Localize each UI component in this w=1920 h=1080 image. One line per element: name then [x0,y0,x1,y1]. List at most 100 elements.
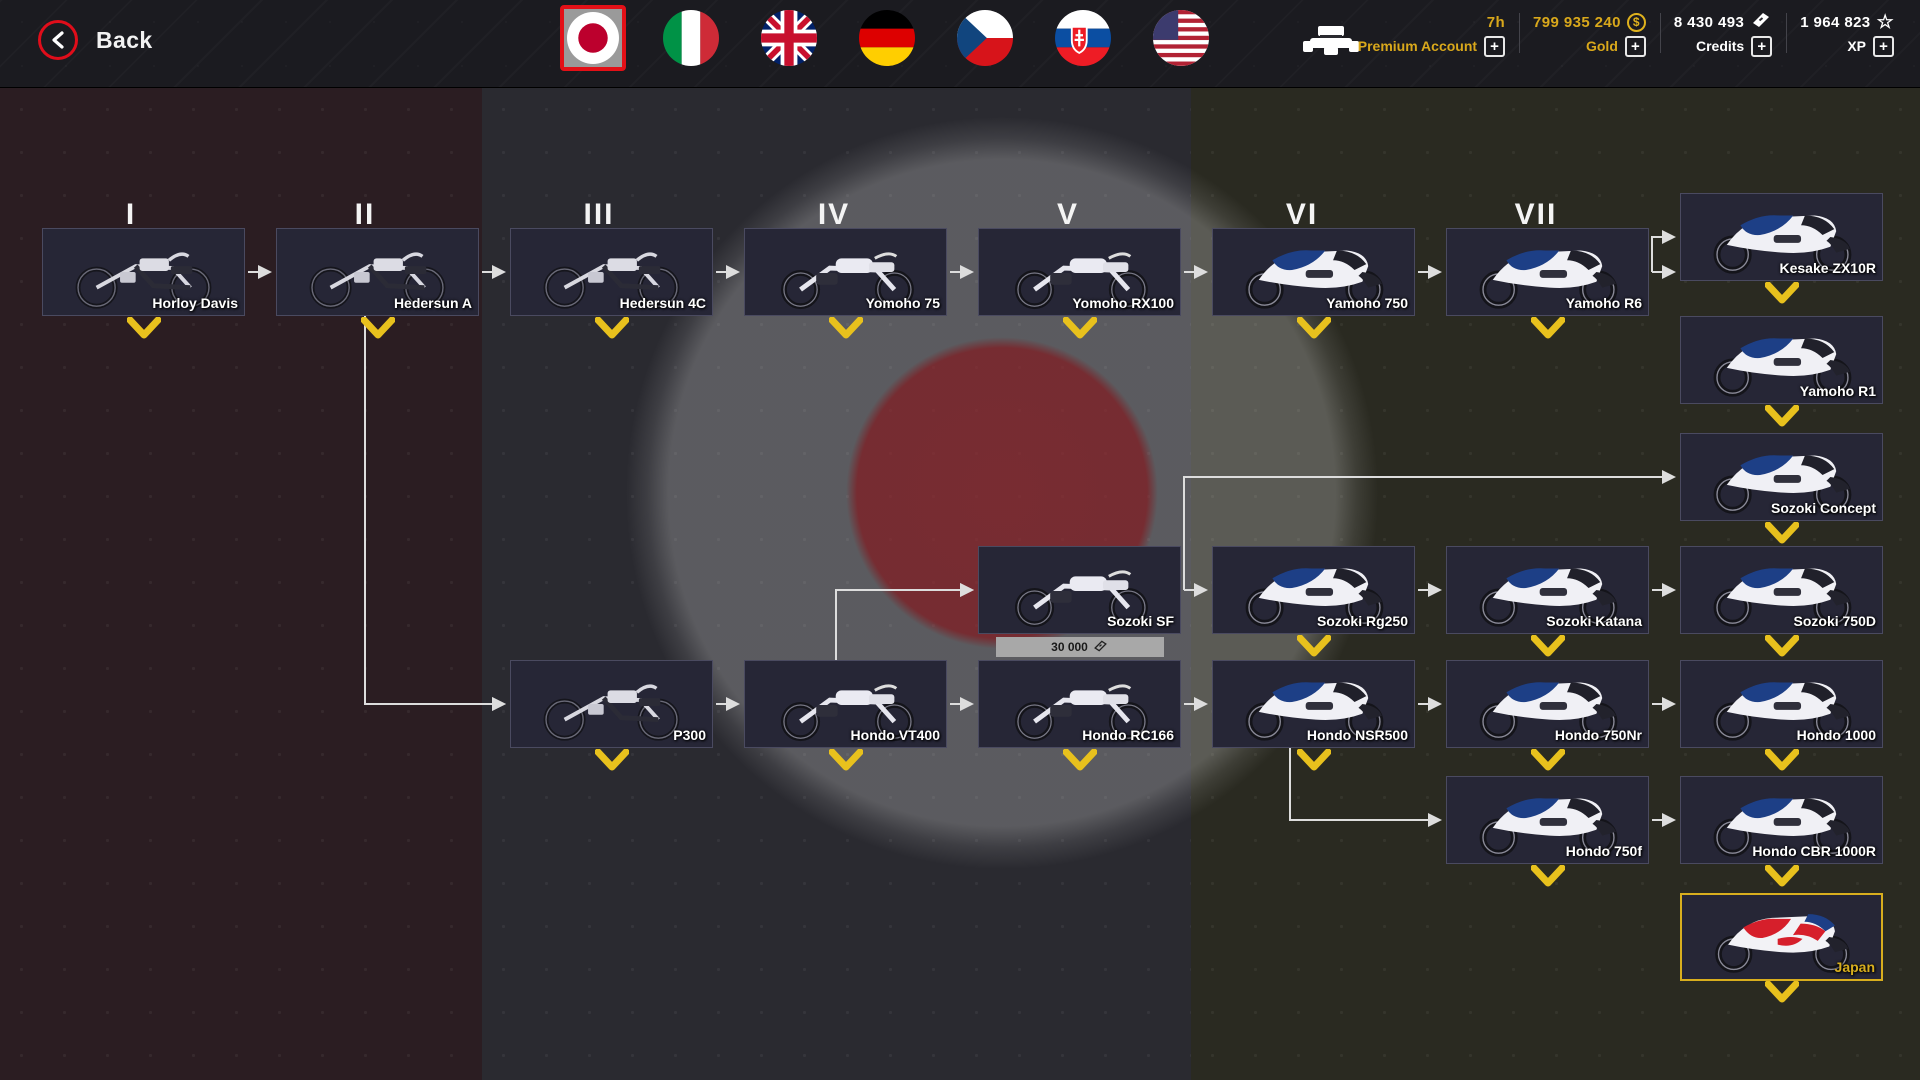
motorcycle-front-icon[interactable] [1300,22,1362,63]
motorcycle-icon [745,661,946,747]
country-flag-selector[interactable] [560,5,1209,71]
vehicle-name-label: Yamoho R6 [1565,295,1642,311]
vehicle-name-label: Yamoho R1 [1799,383,1876,399]
premium-time: 7h [1486,13,1506,31]
vehicle-card-yomoho-75[interactable]: Yomoho 75 [744,228,947,339]
expand-chevron-icon[interactable] [1530,864,1565,887]
vehicle-card-hondo-cbr1000r[interactable]: Hondo CBR 1000R [1680,776,1883,887]
vehicle-name-label: Yomoho RX100 [1072,295,1174,311]
flag-cz-icon [957,10,1013,66]
expand-chevron-icon[interactable] [1296,316,1331,339]
motorcycle-icon [1447,661,1648,747]
flag-de-icon [859,10,915,66]
flag-sk-icon [1055,10,1111,66]
vehicle-card-hondo-rc166[interactable]: Hondo RC166 [978,660,1181,771]
vehicle-card-sozoki-concept[interactable]: Sozoki Concept [1680,433,1883,544]
vehicle-name-label: Sozoki Katana [1546,613,1642,629]
credits-resource[interactable]: 8 430 493 Credits + [1659,10,1786,58]
xp-plus-button[interactable]: + [1873,35,1894,57]
vehicle-card-hondo-nsr500[interactable]: Hondo NSR500 [1212,660,1415,771]
expand-chevron-icon[interactable] [1530,634,1565,657]
expand-chevron-icon[interactable] [1296,748,1331,771]
flag-button-us[interactable] [1153,10,1209,66]
xp-star-icon: ☆ [1876,11,1894,33]
vehicle-price-tag[interactable]: 30 000 [995,637,1164,657]
vehicle-card-horloy-davis[interactable]: Horloy Davis [42,228,245,339]
vehicle-card-hondo-750f[interactable]: Hondo 750f [1446,776,1649,887]
expand-chevron-icon[interactable] [594,316,629,339]
vehicle-name-label: Sozoki Concept [1770,500,1876,516]
motorcycle-icon [1213,547,1414,633]
flag-it-icon [663,10,719,66]
expand-chevron-icon[interactable] [828,316,863,339]
motorcycle-icon [979,229,1180,315]
vehicle-name-label: Hondo 1000 [1796,727,1876,743]
vehicle-card-japan[interactable]: Japan [1680,893,1883,1003]
vehicle-card-p300[interactable]: P300 [510,660,713,771]
gold-value: 799 935 240 [1533,13,1621,31]
vehicle-card-sozoki-sf[interactable]: Sozoki SF 30 000 [978,546,1181,657]
tier-header-II: II [354,198,376,231]
expand-chevron-icon[interactable] [1764,748,1799,771]
expand-chevron-icon[interactable] [1764,281,1799,304]
expand-chevron-icon[interactable] [1764,864,1799,887]
flag-button-gb[interactable] [761,10,817,66]
flag-button-jp[interactable] [560,5,626,71]
premium-plus-button[interactable]: + [1484,35,1506,57]
vehicle-name-label: Hondo 750Nr [1554,727,1642,743]
vehicle-card-kesake-zx10r[interactable]: Kesake ZX10R [1680,193,1883,304]
vehicle-card-hondo-vt400[interactable]: Hondo VT400 [744,660,947,771]
expand-chevron-icon[interactable] [1296,634,1331,657]
back-label: Back [96,26,153,53]
flag-button-cz[interactable] [957,10,1013,66]
expand-chevron-icon[interactable] [1530,316,1565,339]
expand-chevron-icon[interactable] [1764,521,1799,544]
vehicle-card-yamoho-750[interactable]: Yamoho 750 [1212,228,1415,339]
credits-plus-button[interactable]: + [1751,35,1773,57]
vehicle-name-label: Hondo 750f [1565,843,1642,859]
expand-chevron-icon[interactable] [828,748,863,771]
tier-header-IV: IV [817,198,851,231]
gold-label: Gold [1585,38,1618,54]
expand-chevron-icon[interactable] [594,748,629,771]
credits-icon [1093,639,1108,655]
expand-chevron-icon[interactable] [126,316,161,339]
gold-plus-button[interactable]: + [1624,35,1646,57]
price-value: 30 000 [1051,640,1088,654]
credits-label: Credits [1695,38,1745,54]
vehicle-card-hedersun-4c[interactable]: Hedersun 4C [510,228,713,339]
vehicle-card-yamoho-r6[interactable]: Yamoho R6 [1446,228,1649,339]
credits-icon [1750,11,1772,33]
vehicle-card-hondo-1000[interactable]: Hondo 1000 [1680,660,1883,771]
vehicle-card-hondo-750nr[interactable]: Hondo 750Nr [1446,660,1649,771]
xp-label: XP [1847,38,1866,54]
vehicle-card-sozoki-katana[interactable]: Sozoki Katana [1446,546,1649,657]
expand-chevron-icon[interactable] [1062,748,1097,771]
vehicle-card-hedersun-a[interactable]: Hedersun A [276,228,479,339]
vehicle-card-yomoho-rx100[interactable]: Yomoho RX100 [978,228,1181,339]
xp-resource[interactable]: 1 964 823 ☆ XP + [1786,10,1908,58]
flag-button-sk[interactable] [1055,10,1111,66]
motorcycle-icon [1447,777,1648,863]
flag-button-it[interactable] [663,10,719,66]
expand-chevron-icon[interactable] [1764,634,1799,657]
premium-account-resource[interactable]: 7h Premium Account + [1344,10,1519,58]
vehicle-name-label: Yamoho 750 [1326,295,1408,311]
motorcycle-icon [1681,434,1882,520]
expand-chevron-icon[interactable] [1530,748,1565,771]
expand-chevron-icon[interactable] [1764,404,1799,427]
motorcycle-icon [1213,229,1414,315]
gold-resource[interactable]: 799 935 240 $ Gold + [1519,10,1660,58]
expand-chevron-icon[interactable] [1062,316,1097,339]
back-button[interactable]: Back [38,20,153,60]
vehicle-card-sozoki-rg250[interactable]: Sozoki Rg250 [1212,546,1415,657]
expand-chevron-icon[interactable] [360,316,395,339]
motorcycle-icon [1682,895,1881,979]
flag-button-de[interactable] [859,10,915,66]
motorcycle-icon [1681,317,1882,403]
vehicle-card-sozoki-750d[interactable]: Sozoki 750D [1680,546,1883,657]
expand-chevron-icon[interactable] [1764,980,1799,1003]
vehicle-card-yamoho-r1[interactable]: Yamoho R1 [1680,316,1883,427]
vehicle-name-label: Hondo NSR500 [1306,727,1408,743]
vehicle-name-label: Sozoki SF [1107,613,1174,629]
